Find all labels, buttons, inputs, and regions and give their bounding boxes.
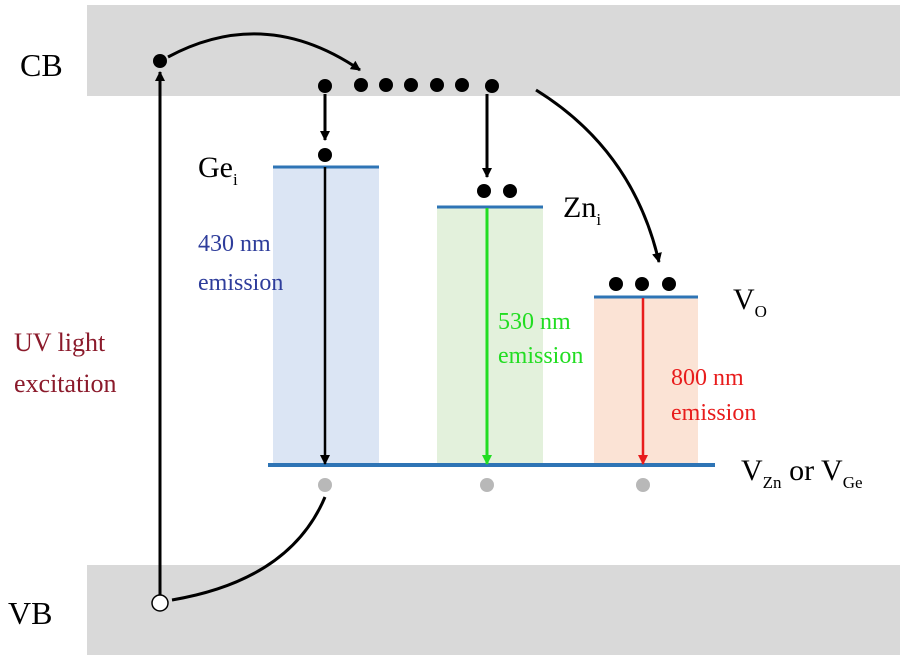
- zni-label-sub: i: [596, 210, 601, 229]
- acceptor-v1: V: [741, 454, 763, 487]
- emission-530-line2: emission: [498, 343, 583, 369]
- emission-800-line2: emission: [671, 400, 756, 426]
- vb-label: VB: [8, 595, 52, 631]
- vo-electron: [635, 277, 649, 291]
- acceptor-hole: [480, 478, 494, 492]
- cb-electron: [318, 79, 332, 93]
- acceptor-s1: Zn: [763, 473, 782, 492]
- emission-530-line1: 530 nm: [498, 309, 571, 335]
- zni-label-main: Zn: [563, 191, 596, 224]
- hole-transfer-arc: [171, 496, 327, 602]
- valence-band: [87, 565, 900, 655]
- acceptor-hole: [636, 478, 650, 492]
- cb-electron: [354, 78, 368, 92]
- emission-label-430: 430 nm emission: [198, 231, 283, 296]
- acceptor-s2: Ge: [843, 473, 863, 492]
- vo-electron: [662, 277, 676, 291]
- acceptor-mid: or: [782, 454, 821, 487]
- acceptor-v2: V: [821, 454, 843, 487]
- zni-electron: [503, 184, 517, 198]
- emission-430-line1: 430 nm: [198, 231, 271, 257]
- cb-electron: [485, 79, 499, 93]
- gei-label-main: Ge: [198, 151, 233, 184]
- acceptor-label: VZn or VGe: [741, 454, 863, 492]
- emission-800-line1: 800 nm: [671, 365, 744, 391]
- vo-electron: [609, 277, 623, 291]
- zni-label: Zni: [563, 191, 601, 229]
- vo-label-sub: O: [755, 302, 767, 321]
- red-emission-column: [594, 297, 698, 465]
- gei-electron: [318, 148, 332, 162]
- uv-line1: UV light: [14, 328, 106, 357]
- cb-electron: [379, 78, 393, 92]
- cb-electron: [455, 78, 469, 92]
- vo-label: VO: [733, 283, 767, 321]
- capture-arc-vo: [535, 88, 662, 263]
- emission-430-line2: emission: [198, 270, 283, 296]
- relaxation-arc-arrow: [167, 32, 361, 72]
- zni-electron: [477, 184, 491, 198]
- vo-label-main: V: [733, 283, 755, 316]
- gei-label-sub: i: [233, 170, 238, 189]
- gei-label: Gei: [198, 151, 238, 189]
- uv-excitation-label: UV light excitation: [14, 328, 117, 398]
- acceptor-hole: [318, 478, 332, 492]
- cb-electron-row: [318, 78, 499, 93]
- uv-line2: excitation: [14, 369, 117, 398]
- cb-electron: [430, 78, 444, 92]
- emission-label-800: 800 nm emission: [671, 365, 756, 426]
- emission-label-530: 530 nm emission: [498, 309, 583, 369]
- excited-electron: [153, 54, 167, 68]
- cb-electron: [404, 78, 418, 92]
- cb-label: CB: [20, 47, 63, 83]
- green-emission-column: [437, 207, 543, 465]
- vb-hole: [151, 594, 169, 612]
